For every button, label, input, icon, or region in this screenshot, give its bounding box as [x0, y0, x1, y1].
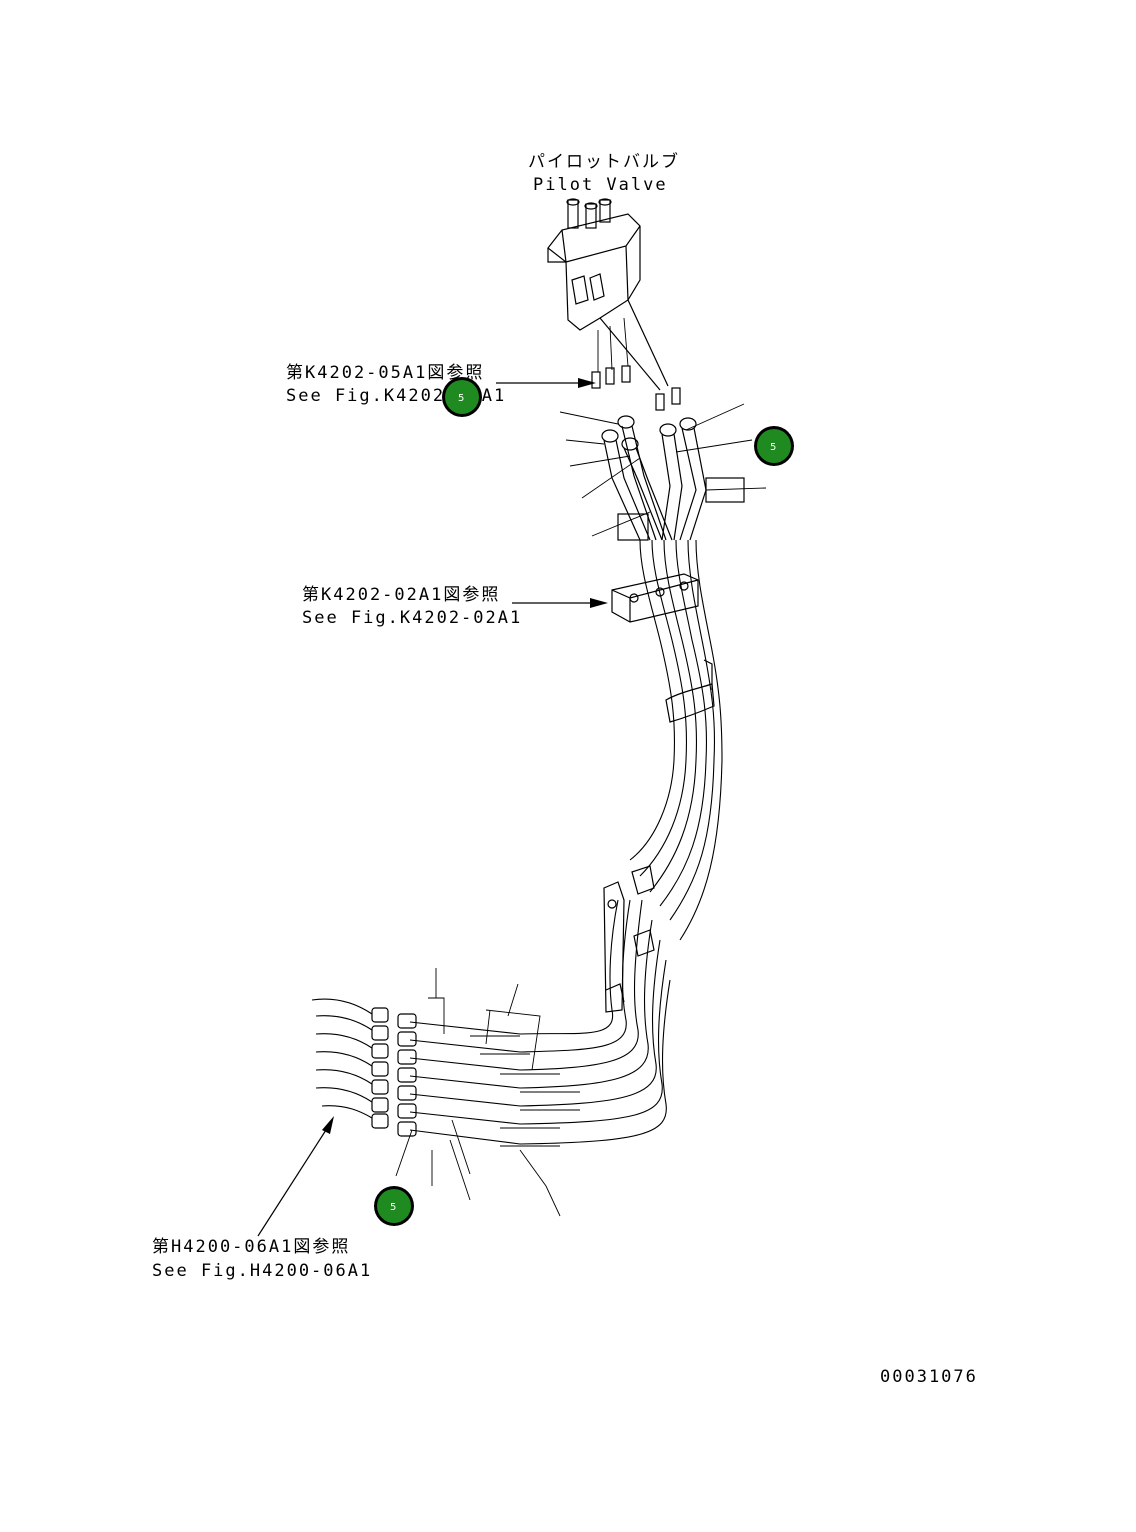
- ref1-label-jp: 第K4202-05A1図参照: [286, 363, 484, 383]
- part-number-badge-2[interactable]: 5: [754, 426, 794, 466]
- pilot-valve-label-en: Pilot Valve: [533, 175, 668, 195]
- ref2-label-en: See Fig.K4202-02A1: [302, 608, 522, 628]
- svg-text:5: 5: [770, 442, 776, 453]
- part-number-badge-1[interactable]: 5: [442, 377, 482, 417]
- upper-hose-fittings: [559, 403, 767, 541]
- ref3-label-jp: 第H4200-06A1図参照: [152, 1237, 350, 1257]
- svg-text:5: 5: [390, 1202, 396, 1213]
- ref3-leader-arrow: [257, 1116, 334, 1237]
- svg-text:5: 5: [458, 393, 464, 404]
- main-hose-bundle: [629, 539, 723, 941]
- drawing-number: 00031076: [880, 1367, 978, 1387]
- pilot-valve-drawing: [547, 198, 681, 411]
- pilot-valve-label-jp: パイロットバルブ: [528, 151, 680, 172]
- hose-clamp-block: [611, 573, 699, 623]
- part-number-badge-3[interactable]: 5: [374, 1186, 414, 1226]
- ref1-leader-arrow: [496, 378, 596, 388]
- ref2-label-jp: 第K4202-02A1図参照: [302, 585, 500, 605]
- ref3-label-en: See Fig.H4200-06A1: [152, 1261, 372, 1281]
- ref2-leader-arrow: [512, 598, 608, 608]
- lower-hose-bundle: [311, 899, 671, 1217]
